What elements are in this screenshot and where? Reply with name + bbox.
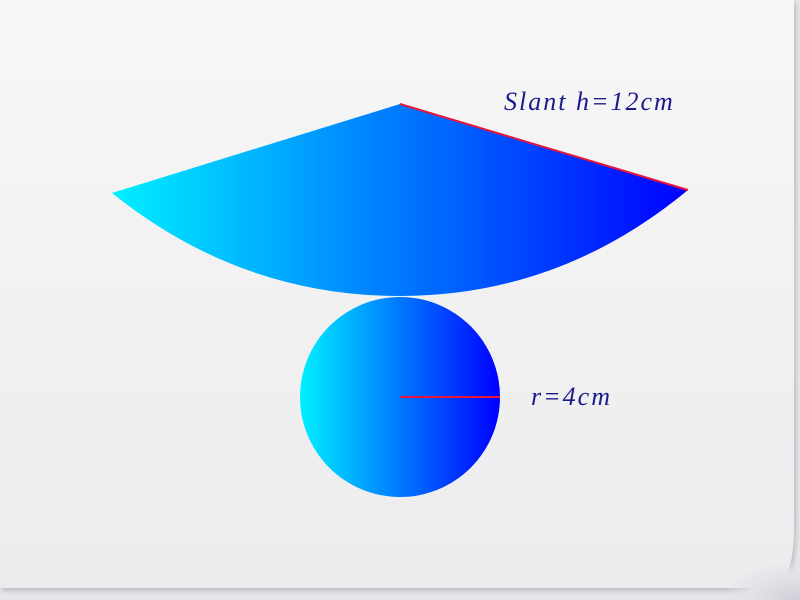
slant-height-label: Slant h=12cm: [504, 87, 675, 116]
cone-lateral-sector: [112, 104, 688, 296]
slant-height-line: [399, 103, 689, 191]
radius-label: r=4cm: [531, 382, 612, 411]
